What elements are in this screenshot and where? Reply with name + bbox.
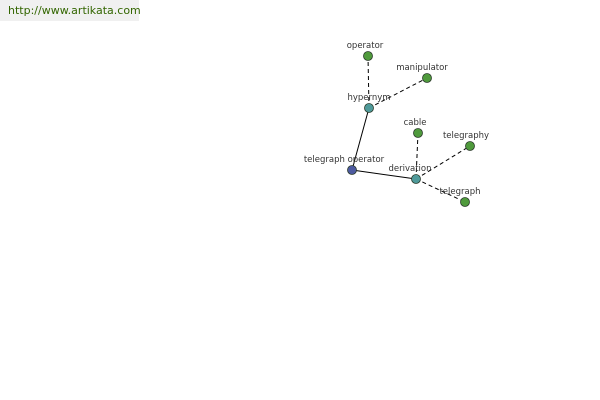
node-operator-label: operator	[347, 41, 384, 51]
node-telegraph-operator[interactable]: telegraph operator	[304, 155, 385, 175]
node-manipulator[interactable]: manipulator	[396, 63, 448, 83]
node-manipulator-dot[interactable]	[422, 73, 432, 83]
node-derivation-label: derivation	[388, 164, 431, 174]
node-telegraph-operator-dot[interactable]	[347, 165, 357, 175]
site-url-link[interactable]: http://www.artikata.com	[8, 4, 141, 17]
node-cable-label: cable	[404, 118, 427, 128]
node-cable-dot[interactable]	[413, 128, 423, 138]
node-operator-dot[interactable]	[363, 51, 373, 61]
edge-hypernym-to-manipulator	[368, 77, 428, 109]
edge-telegraph-operator-to-derivation	[351, 169, 417, 180]
edge-derivation-to-cable	[415, 132, 419, 180]
node-telegraphy-label: telegraphy	[443, 131, 489, 141]
node-telegraph-dot[interactable]	[460, 197, 470, 207]
node-telegraph-label: telegraph	[439, 187, 480, 197]
node-hypernym-label: hypernym	[347, 93, 390, 103]
edge-hypernym-to-operator	[367, 55, 370, 109]
node-manipulator-label: manipulator	[396, 63, 448, 73]
node-telegraphy-dot[interactable]	[465, 141, 475, 151]
node-cable[interactable]: cable	[404, 118, 427, 138]
node-hypernym[interactable]: hypernym	[347, 93, 391, 113]
node-derivation-dot[interactable]	[411, 174, 421, 184]
edge-telegraph-operator-to-hypernym	[351, 107, 370, 171]
node-telegraph-operator-label: telegraph operator	[304, 155, 385, 165]
node-derivation[interactable]: derivation	[388, 164, 432, 184]
edge-derivation-to-telegraph	[415, 178, 466, 203]
edge-derivation-to-telegraphy	[415, 145, 471, 180]
node-operator[interactable]: operator	[347, 41, 384, 61]
graph-edges	[351, 55, 471, 203]
graph-nodes: telegraph operator hypernym derivation oper…	[304, 41, 489, 207]
url-banner: http://www.artikata.com	[0, 0, 141, 21]
node-telegraph[interactable]: telegraph	[439, 187, 481, 207]
node-telegraphy[interactable]: telegraphy	[443, 131, 489, 151]
node-hypernym-dot[interactable]	[364, 103, 374, 113]
